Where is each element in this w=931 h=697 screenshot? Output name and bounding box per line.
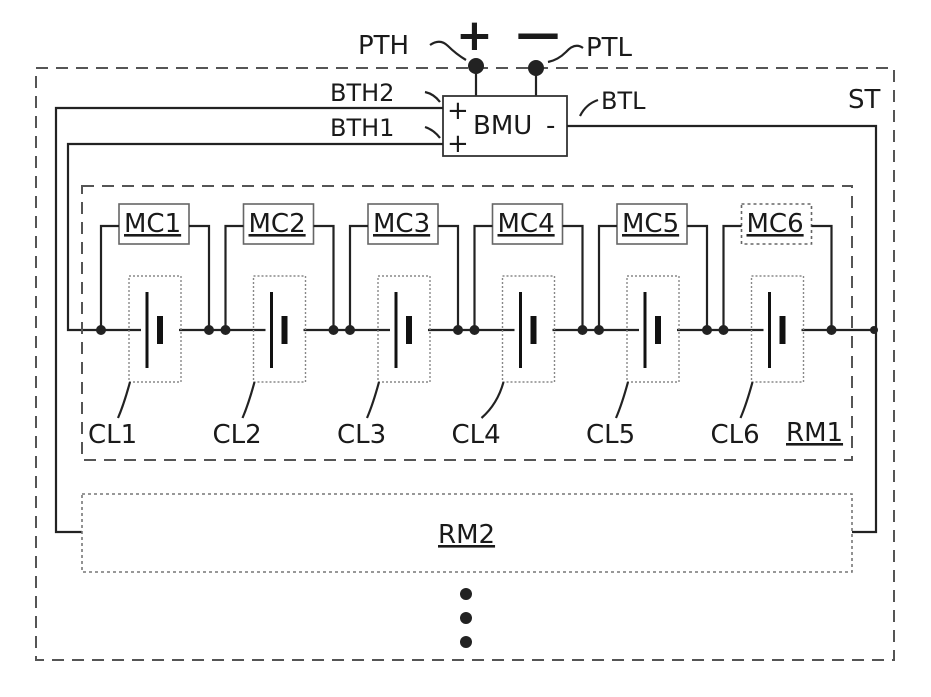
bmu-label: BMU <box>473 111 532 141</box>
continuation-dots <box>460 588 472 648</box>
monitor-tap-right-5 <box>687 226 707 330</box>
bmu-minus-sign: - <box>546 111 555 141</box>
cell-label-2: CL2 <box>213 420 262 450</box>
monitor-label-6: MC6 <box>747 209 804 239</box>
monitor-label-4: MC4 <box>498 209 555 239</box>
cell-node-right-1 <box>204 325 214 335</box>
monitor-tap-left-3 <box>350 226 368 330</box>
positive-terminal-sign: + <box>456 10 493 61</box>
cell-leader-2 <box>243 382 255 418</box>
continuation-dot <box>460 612 472 624</box>
cell-label-6: CL6 <box>711 420 760 450</box>
monitor-tap-left-1 <box>101 226 119 330</box>
storage-label: ST <box>848 85 881 115</box>
cell-node-right-5 <box>702 325 712 335</box>
negative-terminal-node <box>528 60 544 76</box>
cell-array: MC1CL1 MC2CL2 MC3CL3 MC4CL4 MC5CL5 MC6CL6 <box>88 204 878 450</box>
monitor-label-2: MC2 <box>249 209 306 239</box>
monitor-label-5: MC5 <box>622 209 679 239</box>
positive-terminal-label: PTH <box>358 31 409 61</box>
bmu-plus-sign-upper: + <box>447 96 469 126</box>
monitor-tap-right-2 <box>314 226 334 330</box>
cell-node-right-6 <box>827 325 837 335</box>
cell-node-left-3 <box>345 325 355 335</box>
cell-node-left-1 <box>96 325 106 335</box>
monitor-label-3: MC3 <box>373 209 430 239</box>
monitor-tap-right-4 <box>563 226 583 330</box>
monitor-tap-left-4 <box>475 226 493 330</box>
wire-bth2-to-rm2 <box>56 108 443 532</box>
cell-string-end-node <box>870 326 878 334</box>
bmu-input-high-1-leader <box>425 127 440 138</box>
bmu-input-low-label: BTL <box>601 87 646 115</box>
monitor-tap-right-3 <box>438 226 458 330</box>
cell-label-1: CL1 <box>88 420 137 450</box>
cell-leader-3 <box>367 382 379 418</box>
negative-terminal-sign: — <box>516 8 560 59</box>
positive-terminal-node <box>468 58 484 74</box>
module-rm2-label: RM2 <box>438 520 495 550</box>
cell-label-4: CL4 <box>452 420 501 450</box>
monitor-tap-right-1 <box>189 226 209 330</box>
cell-node-left-5 <box>594 325 604 335</box>
terminal-group: + — PTH PTL <box>358 8 633 96</box>
cell-node-left-6 <box>719 325 729 335</box>
bmu-input-high-2-leader <box>425 92 440 102</box>
cell-node-left-4 <box>470 325 480 335</box>
continuation-dot <box>460 588 472 600</box>
bmu-input-low-leader <box>580 100 598 116</box>
cell-label-3: CL3 <box>337 420 386 450</box>
cell-label-5: CL5 <box>586 420 635 450</box>
bmu-input-high-1-label: BTH1 <box>330 114 394 142</box>
monitor-tap-left-5 <box>599 226 617 330</box>
cell-node-right-3 <box>453 325 463 335</box>
monitor-label-1: MC1 <box>124 209 181 239</box>
cell-node-right-2 <box>329 325 339 335</box>
module-rm1-label: RM1 <box>786 418 843 448</box>
cell-leader-4 <box>482 382 504 418</box>
cell-node-left-2 <box>221 325 231 335</box>
cell-leader-1 <box>118 382 130 418</box>
bmu-plus-sign-lower: + <box>447 129 469 159</box>
cell-node-right-4 <box>578 325 588 335</box>
negative-terminal-label: PTL <box>586 33 633 63</box>
continuation-dot <box>460 636 472 648</box>
monitor-tap-left-2 <box>226 226 244 330</box>
bmu-unit: BMU + + - BTH2 BTH1 BTL <box>330 79 646 159</box>
cell-leader-6 <box>741 382 753 418</box>
bmu-input-high-2-label: BTH2 <box>330 79 394 107</box>
cell-leader-5 <box>616 382 628 418</box>
monitor-tap-right-6 <box>812 226 832 330</box>
monitor-tap-left-6 <box>724 226 742 330</box>
